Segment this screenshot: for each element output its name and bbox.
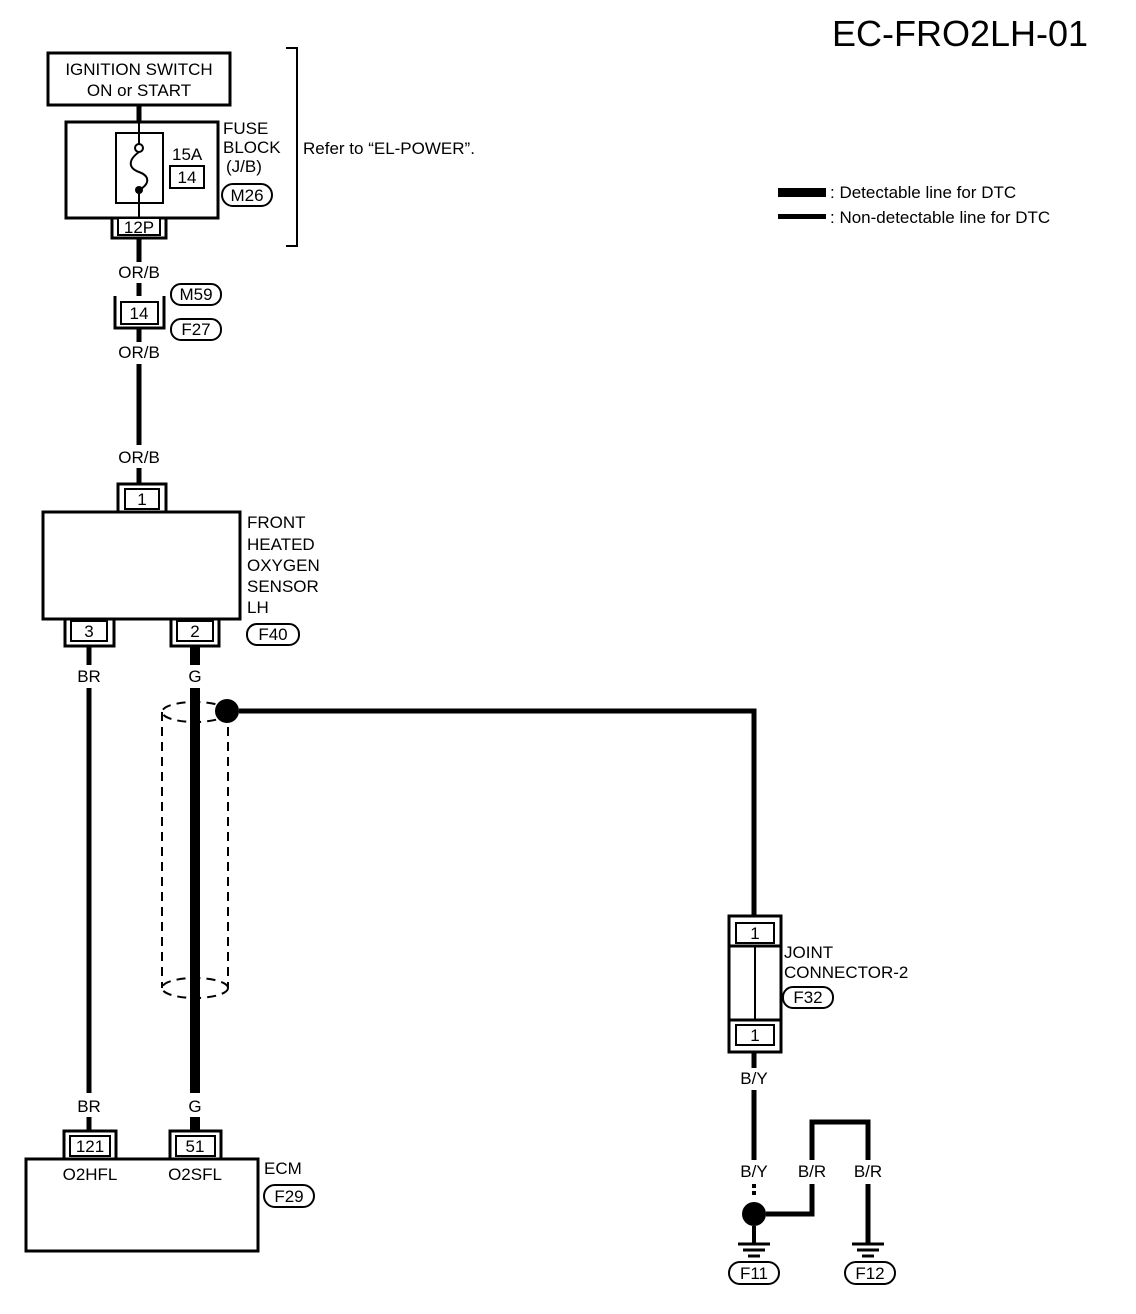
fuse-connector: M26 [230,186,263,205]
wire-orb-1: OR/B [118,263,160,282]
non-detectable-line-swatch [778,214,826,219]
fuse-terminal-top [134,143,144,153]
wire-orb-2: OR/B [118,343,160,362]
reference-bracket [286,47,298,247]
ecm-pin-51: 51 [186,1137,205,1156]
legend-non-detectable: : Non-detectable line for DTC [830,208,1050,227]
sensor-line1: FRONT [247,513,306,532]
wire-by-top: B/Y [740,1069,767,1088]
wire-by-bottom: B/Y [740,1162,767,1181]
joint-connector-id: F32 [793,988,822,1007]
wire-g-top: G [188,667,201,686]
shield-wire [161,701,229,999]
wire-br-ground2: B/R [854,1162,882,1181]
diagram-id: EC-FRO2LH-01 [832,13,1088,54]
ground-splice-dot [742,1202,766,1226]
ignition-line2: ON or START [87,81,191,100]
refer-text: Refer to “EL-POWER”. [303,139,475,158]
wire-br-ground1: B/R [798,1162,826,1181]
joint-line1: JOINT [784,943,833,962]
connector-m59-id: M59 [179,285,212,304]
ecm-terminal-o2hfl: O2HFL [63,1165,118,1184]
fuse-block: 15A 14 FUSE BLOCK (J/B) M26 12P [64,119,281,240]
fuse-terminal: 14 [178,168,197,187]
fuse-pin: 12P [124,218,154,237]
connector-m59-pin: 14 [130,304,149,323]
wire-br-bottom: BR [77,1097,101,1116]
ecm-pin-121: 121 [76,1137,104,1156]
sensor-connector: F40 [258,625,287,644]
wire-br-top: BR [77,667,101,686]
legend-detectable: : Detectable line for DTC [830,183,1016,202]
sensor-line2: HEATED [247,535,315,554]
shield-splice-dot [215,699,239,723]
fuse-icon [129,151,149,191]
sensor-pin-top: 1 [137,490,146,509]
connector-m59-f27: 14 M59 F27 [113,283,222,341]
detectable-line-swatch [778,188,826,197]
sensor-line5: LH [247,598,269,617]
ecm-label: ECM [264,1159,302,1178]
sensor-pin-left: 3 [84,622,93,641]
ground-f11: F11 [740,1264,768,1283]
wire-g-bottom: G [188,1097,201,1116]
fuse-rating: 15A [172,145,203,164]
sensor-pin-right: 2 [190,622,199,641]
joint-line2: CONNECTOR-2 [784,963,908,982]
fuse-label1: FUSE [223,119,268,138]
joint-pin-top: 1 [750,924,759,943]
ecm: 121 51 O2HFL O2SFL ECM F29 [24,1129,315,1253]
joint-connector: 1 1 JOINT CONNECTOR-2 F32 [727,914,908,1054]
connector-f27-id: F27 [181,320,210,339]
fuse-label2: BLOCK [223,138,281,157]
ground-f11-icon [738,1226,770,1258]
ecm-terminal-o2sfl: O2SFL [168,1165,222,1184]
sensor-line4: SENSOR [247,577,319,596]
ignition-switch: IGNITION SWITCH ON or START [46,51,232,107]
ignition-line1: IGNITION SWITCH [65,60,212,79]
ground-f12-icon [852,1242,884,1258]
legend: : Detectable line for DTC : Non-detectab… [778,183,1050,227]
ecm-connector: F29 [274,1187,303,1206]
sensor-line3: OXYGEN [247,556,320,575]
wire-orb-3: OR/B [118,448,160,467]
ground-f12: F12 [855,1264,884,1283]
joint-pin-bottom: 1 [750,1026,759,1045]
fuse-label3: (J/B) [226,157,262,176]
oxygen-sensor: 1 FRONT HEATED OXYGEN SENSOR LH 3 2 F40 [41,482,320,648]
